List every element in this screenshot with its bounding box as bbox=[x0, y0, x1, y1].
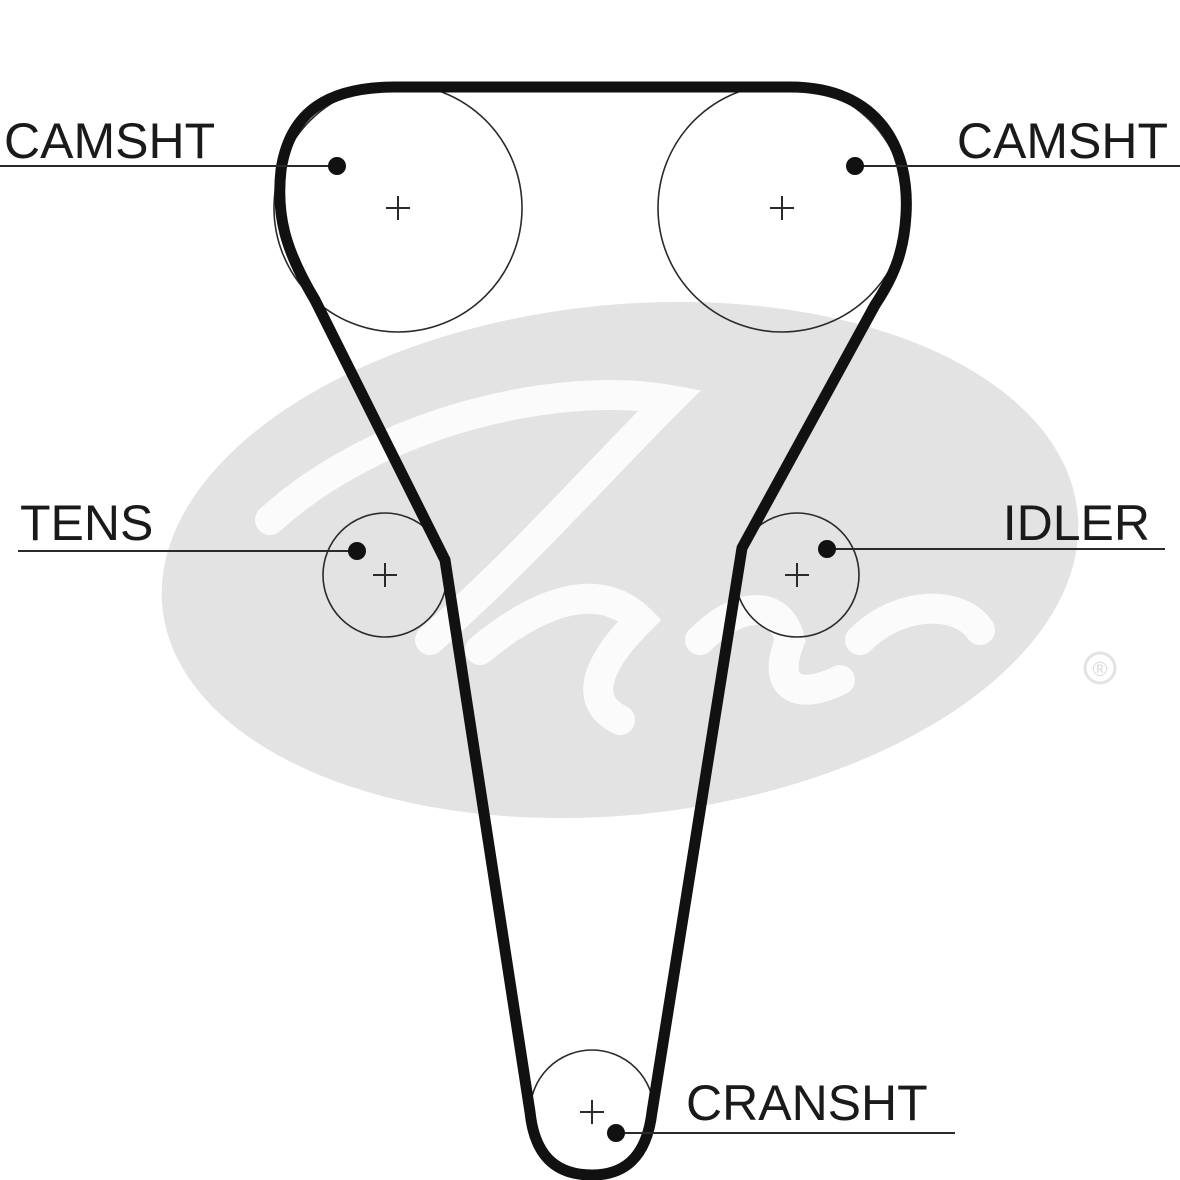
idler-dot bbox=[818, 540, 836, 558]
camshaft-left-dot bbox=[328, 157, 346, 175]
camshaft-right-label: CAMSHT bbox=[957, 113, 1168, 169]
crankshaft-center-icon bbox=[580, 1100, 604, 1124]
labels: CAMSHT CAMSHT TENS IDLER CRANSHT bbox=[4, 113, 1168, 1131]
timing-belt bbox=[274, 81, 912, 1180]
camshaft-right-center-icon bbox=[770, 196, 794, 220]
registered-mark-circle bbox=[1083, 651, 1117, 685]
camshaft-left-label: CAMSHT bbox=[4, 113, 215, 169]
leader-lines bbox=[0, 165, 1180, 1134]
idler-label: IDLER bbox=[1003, 495, 1150, 551]
crankshaft-label: CRANSHT bbox=[686, 1075, 928, 1131]
tensioner-dot bbox=[348, 542, 366, 560]
camshaft-right-dot bbox=[846, 157, 864, 175]
watermark-oval bbox=[161, 301, 1079, 819]
gates-logo-watermark: ® bbox=[161, 301, 1117, 819]
camshaft-left-center-icon bbox=[386, 196, 410, 220]
registered-mark: ® bbox=[1093, 659, 1108, 681]
idler-center-icon bbox=[785, 563, 809, 587]
watermark-script-stroke bbox=[255, 380, 995, 735]
tensioner-label: TENS bbox=[20, 495, 153, 551]
center-marks bbox=[373, 196, 809, 1124]
tensioner-center-icon bbox=[373, 563, 397, 587]
crankshaft-dot bbox=[607, 1124, 625, 1142]
reference-dots bbox=[328, 157, 864, 1142]
